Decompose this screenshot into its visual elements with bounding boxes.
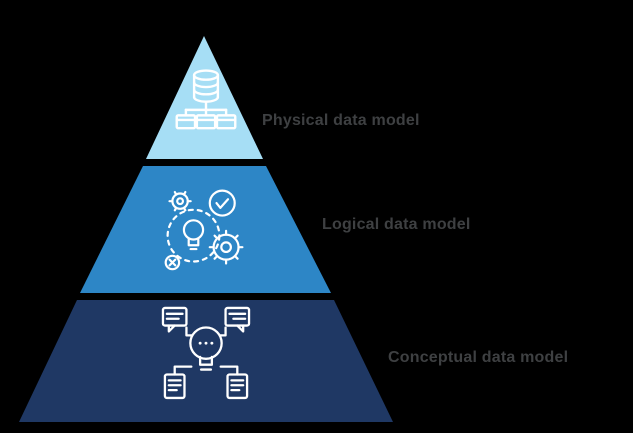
pyramid-tier-conceptual [19, 300, 393, 422]
gears-idea-icon [159, 182, 251, 274]
tier-label-physical: Physical data model [262, 112, 420, 129]
pyramid-tier-logical [80, 166, 331, 293]
lightbulb-communication-icon [161, 306, 251, 400]
tier-label-logical: Logical data model [322, 216, 471, 233]
database-hierarchy-icon [174, 66, 238, 143]
tier-label-conceptual: Conceptual data model [388, 349, 569, 366]
